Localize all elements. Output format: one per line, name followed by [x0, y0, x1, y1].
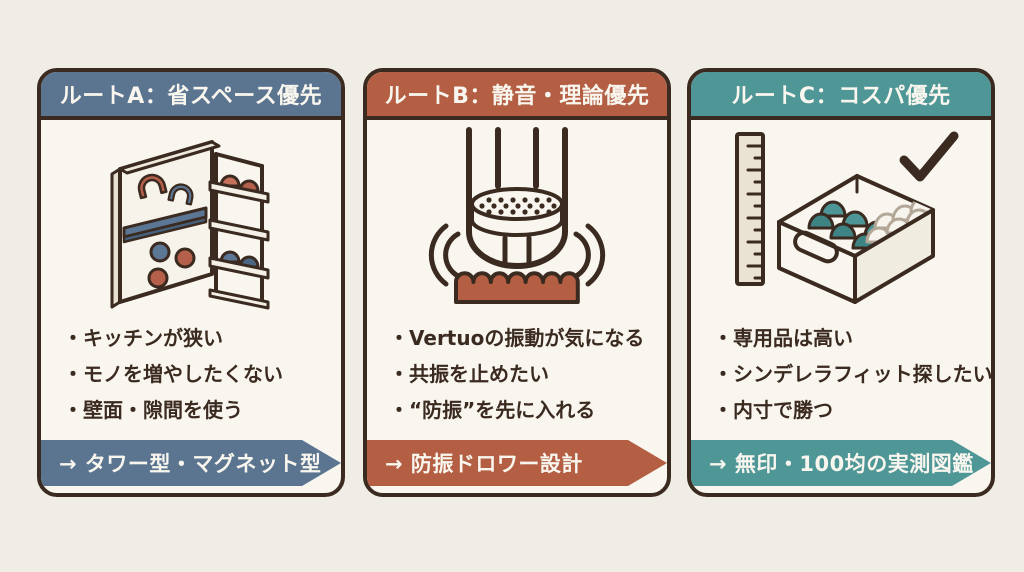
card-route-b-banner-label: → 防振ドロワー設計 — [385, 452, 583, 476]
bullet-item: ・モノを増やしたくない — [63, 362, 283, 386]
card-route-a-header: ルートA：省スペース優先 — [41, 72, 341, 120]
bullet-item: ・壁面・隙間を使う — [63, 398, 243, 422]
card-route-a-banner: → タワー型・マグネット型 — [41, 440, 341, 486]
bullet-item: ・共振を止めたい — [389, 362, 549, 386]
bullet-item: ・専用品は高い — [713, 326, 853, 350]
card-route-b-banner: → 防振ドロワー設計 — [367, 440, 667, 486]
wall-magnet-rack-icon — [41, 120, 341, 314]
bullet-item: ・内寸で勝つ — [713, 398, 833, 422]
card-route-c-title: ルートC：コスパ優先 — [731, 84, 951, 109]
bullet-item: ・シンデレラフィット探したい — [713, 362, 993, 386]
anti-vibration-pad-icon — [367, 120, 667, 314]
card-route-b-bullet-list: ・Vertuoの振動が気になる ・共振を止めたい ・“防振”を先に入れる — [367, 314, 667, 428]
card-route-c-bullet-list: ・専用品は高い ・シンデレラフィット探したい ・内寸で勝つ — [691, 314, 991, 428]
card-route-c-banner-label: → 無印・100均の実測図鑑 — [709, 452, 974, 476]
card-route-c: ルートC：コスパ優先 — [687, 68, 995, 497]
card-route-c-header: ルートC：コスパ優先 — [691, 72, 991, 120]
card-route-b-title: ルートB：静音・理論優先 — [384, 84, 650, 109]
card-route-a-title: ルートA：省スペース優先 — [59, 84, 323, 109]
card-route-b: ルートB：静音・理論優先 — [363, 68, 671, 497]
bullet-item: ・キッチンが狭い — [63, 326, 223, 350]
card-route-b-header: ルートB：静音・理論優先 — [367, 72, 667, 120]
card-route-a: ルートA：省スペース優先 — [37, 68, 345, 497]
bullet-item: ・Vertuoの振動が気になる — [389, 326, 645, 350]
bullet-item: ・“防振”を先に入れる — [389, 398, 596, 422]
card-route-c-banner: → 無印・100均の実測図鑑 — [691, 440, 991, 486]
measured-storage-box-icon — [691, 120, 991, 314]
card-route-a-bullet-list: ・キッチンが狭い ・モノを増やしたくない ・壁面・隙間を使う — [41, 314, 341, 428]
card-route-a-banner-label: → タワー型・マグネット型 — [59, 452, 322, 476]
